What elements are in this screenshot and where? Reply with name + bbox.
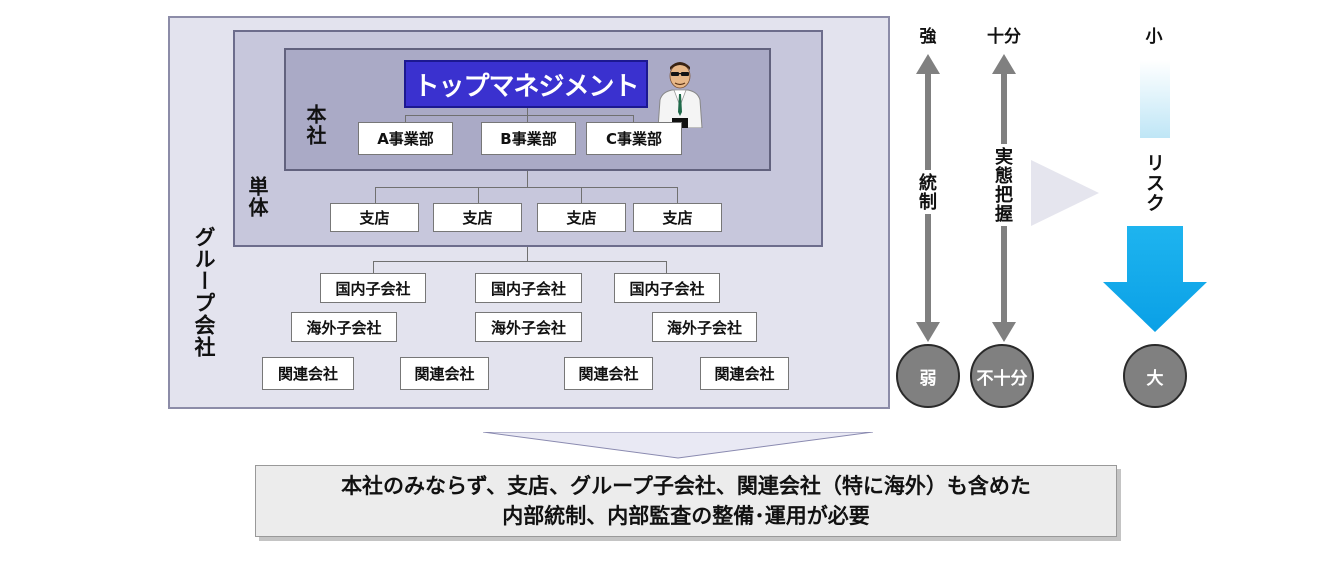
conclusion-line-2: 内部統制、内部監査の整備･運用が必要 (502, 504, 870, 528)
division-c: C事業部 (586, 122, 682, 155)
conclusion-line-1: 本社のみならず、支店、グループ子会社、関連会社（特に海外）も含めた (341, 474, 1031, 498)
connector-line (666, 261, 667, 273)
connector-line (405, 115, 406, 123)
down-chevron-icon (482, 431, 874, 460)
division-a: A事業部 (358, 122, 453, 155)
connector-line (375, 187, 678, 188)
control-high-label: 強 (919, 27, 937, 47)
grasp-high-label: 十分 (987, 27, 1021, 47)
risk-low-label: 小 (1145, 27, 1163, 47)
control-low-circle: 弱 (896, 344, 960, 408)
connector-line (373, 261, 374, 273)
connector-line (478, 187, 479, 203)
risk-high-circle: 大 (1123, 344, 1187, 408)
conclusion-box: 本社のみならず、支店、グループ子会社、関連会社（特に海外）も含めた 内部統制、内… (255, 465, 1117, 537)
affiliate: 関連会社 (262, 357, 354, 390)
branch: 支店 (537, 203, 626, 232)
connector-line (581, 187, 582, 203)
branch: 支店 (433, 203, 522, 232)
connector-line (677, 187, 678, 203)
overseas-subsidiary: 海外子会社 (652, 312, 757, 342)
connector-line (527, 247, 528, 261)
risk-label: リスク (1143, 150, 1165, 216)
grasp-low-circle: 不十分 (970, 344, 1034, 408)
hq-label: 本社 (303, 104, 327, 146)
connector-line (527, 171, 528, 187)
affiliate: 関連会社 (564, 357, 653, 390)
division-b: B事業部 (481, 122, 576, 155)
control-label: 統制 (916, 170, 937, 214)
grasp-label: 実態把握 (992, 144, 1013, 226)
connector-line (373, 261, 667, 262)
domestic-subsidiary: 国内子会社 (475, 273, 582, 303)
overseas-subsidiary: 海外子会社 (475, 312, 582, 342)
overseas-subsidiary: 海外子会社 (291, 312, 397, 342)
connector-line (405, 115, 634, 116)
group-label: グループ会社 (192, 226, 216, 358)
down-arrow-icon (1103, 60, 1207, 332)
connector-line (633, 115, 634, 123)
branch: 支店 (633, 203, 722, 232)
domestic-subsidiary: 国内子会社 (614, 273, 720, 303)
domestic-subsidiary: 国内子会社 (320, 273, 426, 303)
businessman-icon (652, 56, 708, 129)
affiliate: 関連会社 (400, 357, 489, 390)
unit-label: 単体 (245, 176, 269, 218)
right-triangle-icon (1031, 160, 1099, 226)
top-management-box: トップマネジメント (404, 60, 648, 108)
connector-line (375, 187, 376, 203)
affiliate: 関連会社 (700, 357, 789, 390)
branch: 支店 (330, 203, 419, 232)
